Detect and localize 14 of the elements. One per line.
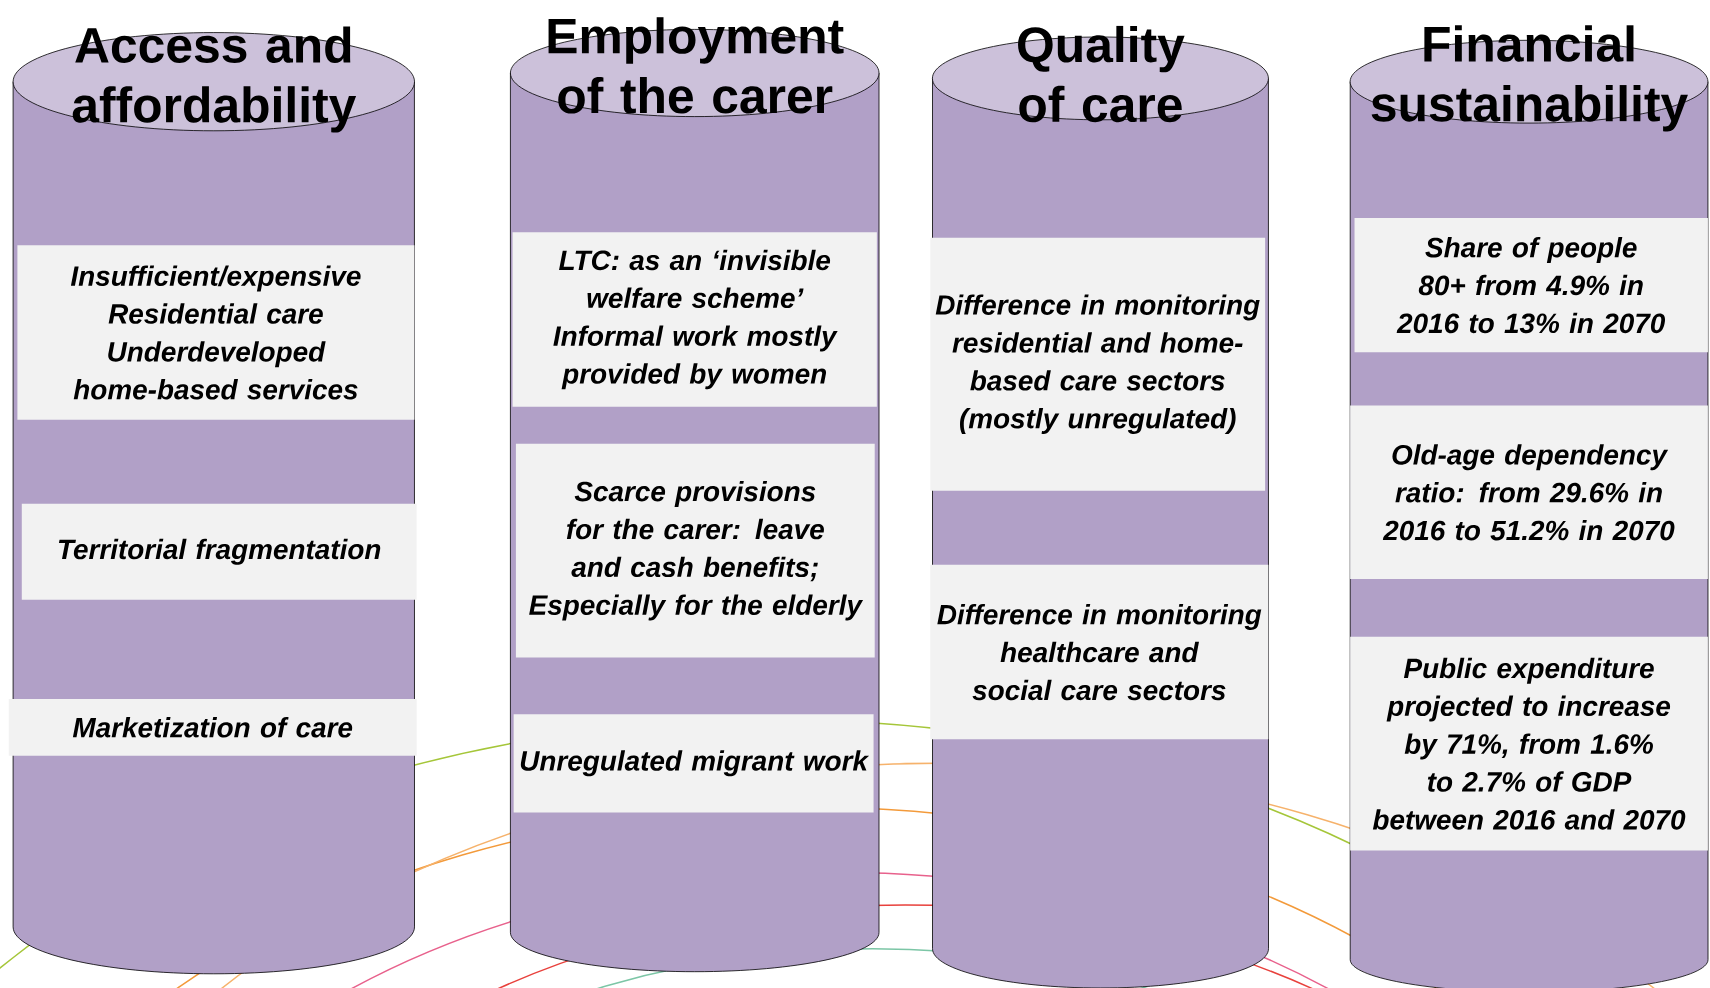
- node-label: Employment: [548, 17, 844, 64]
- text-box: Insufficient/expensive Residential care Underdeveloped home-based services: [17, 245, 415, 420]
- text-box: Difference in monitoring healthcare and social care sectors: [930, 564, 1269, 740]
- text-box: Scarce provisions for the carer: leave and cash benefits; Especially for the elderly: [515, 443, 875, 658]
- text-box: Marketization of care: [8, 698, 417, 756]
- text-box: Share of people 80+ from 4.9% in 2016 to 13% in 2070: [1354, 218, 1708, 353]
- text-box: Difference in monitoring residential and home-based care sectors (mostly unregulated): [930, 237, 1266, 491]
- text-box: Public expenditure projected to increase by 71%, from 1.6% to 2.7% of GDP between 2016 and 2070: [1350, 636, 1708, 851]
- text-box: Old-age dependency ratio: from 29.6% in 2016 to 51.2% in 2070: [1350, 405, 1708, 579]
- text-box: Territorial fragmentation: [21, 503, 417, 600]
- node-label: Access and: [75, 26, 351, 63]
- node-label: Quality: [1018, 25, 1185, 73]
- text-box: Unregulated migrant work: [513, 714, 874, 813]
- text-box: LTC: as an ‘invisible welfare scheme’ Informal work mostly provided by women: [512, 232, 877, 407]
